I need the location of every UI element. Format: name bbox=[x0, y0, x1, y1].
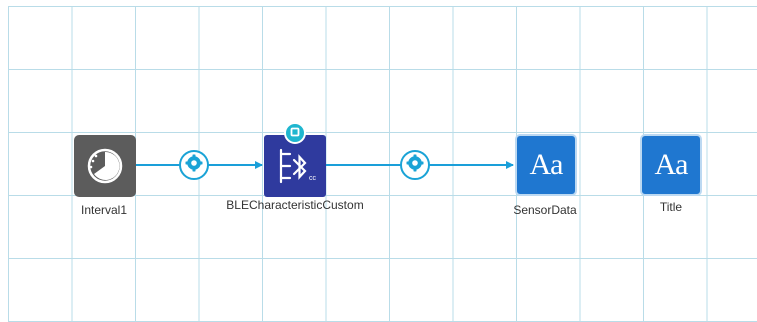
svg-text:cc: cc bbox=[309, 175, 317, 182]
interval-node[interactable] bbox=[74, 135, 136, 197]
ble-status-badge bbox=[284, 122, 306, 144]
sensordata-caption: SensorData bbox=[513, 203, 577, 217]
sensordata-node[interactable]: Aa bbox=[515, 134, 577, 196]
interval-caption: Interval1 bbox=[80, 203, 128, 217]
text-label-icon: Aa bbox=[529, 148, 564, 181]
connection-settings-badge-1[interactable] bbox=[179, 150, 209, 180]
ble-characteristic-node[interactable]: cc bbox=[264, 135, 326, 197]
title-caption: Title bbox=[659, 200, 683, 214]
clock-icon bbox=[86, 147, 124, 185]
ble-caption: BLECharacteristicCustom bbox=[226, 198, 364, 212]
connection-settings-badge-2[interactable] bbox=[400, 150, 430, 180]
ble-characteristic-icon: cc bbox=[273, 144, 317, 188]
gear-icon bbox=[406, 154, 424, 177]
title-node[interactable]: Aa bbox=[640, 134, 702, 196]
text-label-icon: Aa bbox=[654, 148, 689, 181]
stop-icon bbox=[290, 124, 300, 142]
gear-icon bbox=[185, 154, 203, 177]
